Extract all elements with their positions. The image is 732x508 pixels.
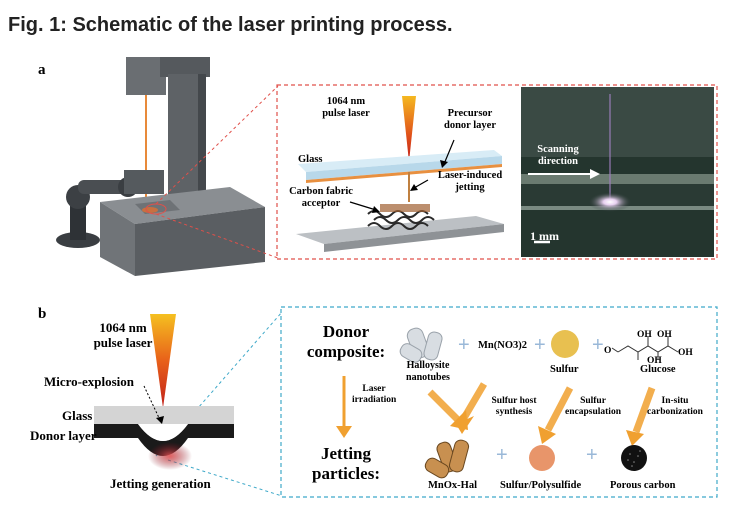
laser-printer-machine (56, 57, 265, 276)
scale-bar-label: 1 mm (530, 229, 559, 243)
sulfur-encapsulation-label: Sulfur encapsulation (560, 396, 626, 418)
precursor-line2: donor layer (443, 120, 496, 131)
laser-irr-line1: Laser (362, 384, 386, 394)
figure-title: Fig. 1: Schematic of the laser printing … (8, 14, 453, 36)
plus-sign-1: + (458, 334, 470, 356)
glass-label-b: Glass (62, 408, 93, 423)
halloysite-line1: Halloysite (406, 360, 450, 371)
glass-label-a: Glass (298, 154, 323, 165)
micro-explosion-label: Micro-explosion (44, 374, 135, 389)
porous-carbon-label: Porous carbon (610, 480, 676, 491)
glucose-label: Glucose (640, 364, 676, 375)
panel-a-label: a (38, 62, 46, 78)
laser-b-line1: 1064 nm (99, 320, 147, 335)
laser-type: pulse laser (322, 108, 370, 119)
insitu-line2: carbonization (647, 407, 703, 417)
panel-b-jetting-schematic (94, 314, 234, 470)
insitu-carbonization-label: In-situ carbonization (642, 396, 708, 418)
laser-irradiation-label: Laser irradiation (352, 384, 396, 406)
plus-sign-2: + (534, 334, 546, 356)
scan-line2: direction (537, 156, 579, 167)
panel-b-process-box (280, 306, 718, 498)
plus-sign-3: + (592, 334, 604, 356)
panel-b-label: b (38, 306, 47, 322)
donor-composite-line1: Donor (322, 322, 370, 341)
jetting-line1: Laser-induced (437, 170, 503, 181)
jetting-particles-line2: particles: (312, 464, 380, 483)
precursor-line1: Precursor (447, 108, 493, 119)
donor-composite-label: Donor composite: (300, 322, 392, 362)
glucose-oh-1: OH (637, 330, 652, 340)
laser-b-line2: pulse laser (93, 335, 153, 350)
glucose-oh-4: OH (678, 348, 693, 358)
glucose-oh-3: OH (647, 356, 662, 366)
sulfur-host-line2: synthesis (495, 407, 533, 417)
acceptor-label: Carbon fabric acceptor (282, 186, 360, 210)
mn-nitrate-label: Mn(NO3)2 (478, 340, 527, 351)
glucose-oh-2: OH (657, 330, 672, 340)
sulfur-polysulfide-label: Sulfur/Polysulfide (500, 480, 582, 491)
sulfur-label: Sulfur (550, 364, 579, 375)
donor-composite-line2: composite: (306, 342, 386, 361)
jetting-line2: jetting (455, 182, 485, 193)
sulfur-host-line1: Sulfur host (491, 396, 537, 406)
scan-label: Scanning direction (528, 144, 588, 168)
jetting-particles-line1: Jetting (320, 444, 372, 463)
jetting-label: Laser-induced jetting (430, 170, 510, 194)
halloysite-line2: nanotubes (406, 372, 450, 383)
insitu-line1: In-situ (661, 396, 689, 406)
acceptor-line2: acceptor (301, 198, 341, 209)
precursor-label: Precursor donor layer (430, 108, 510, 132)
acceptor-line1: Carbon fabric (289, 186, 353, 197)
laser-wavelength: 1064 nm (326, 96, 366, 107)
sulfur-host-label: Sulfur host synthesis (482, 396, 546, 418)
mnox-hal-label: MnOx-Hal (428, 480, 477, 491)
panel-a-schematic (276, 84, 718, 260)
donor-layer-label: Donor layer (30, 428, 97, 443)
jetting-generation-label: Jetting generation (110, 476, 211, 491)
laser-label-b: 1064 nm pulse laser (90, 320, 156, 350)
jetting-particles-label: Jetting particles: (300, 444, 392, 484)
plus-sign-4: + (496, 444, 508, 466)
laser-label-a: 1064 nm pulse laser (314, 96, 378, 120)
laser-irr-line2: irradiation (352, 395, 397, 405)
halloysite-label: Halloysite nanotubes (396, 360, 460, 384)
sulfur-enc-line1: Sulfur (580, 396, 606, 406)
glucose-o: O (604, 346, 612, 356)
scan-line1: Scanning (537, 144, 579, 155)
sulfur-enc-line2: encapsulation (565, 407, 621, 417)
plus-sign-5: + (586, 444, 598, 466)
